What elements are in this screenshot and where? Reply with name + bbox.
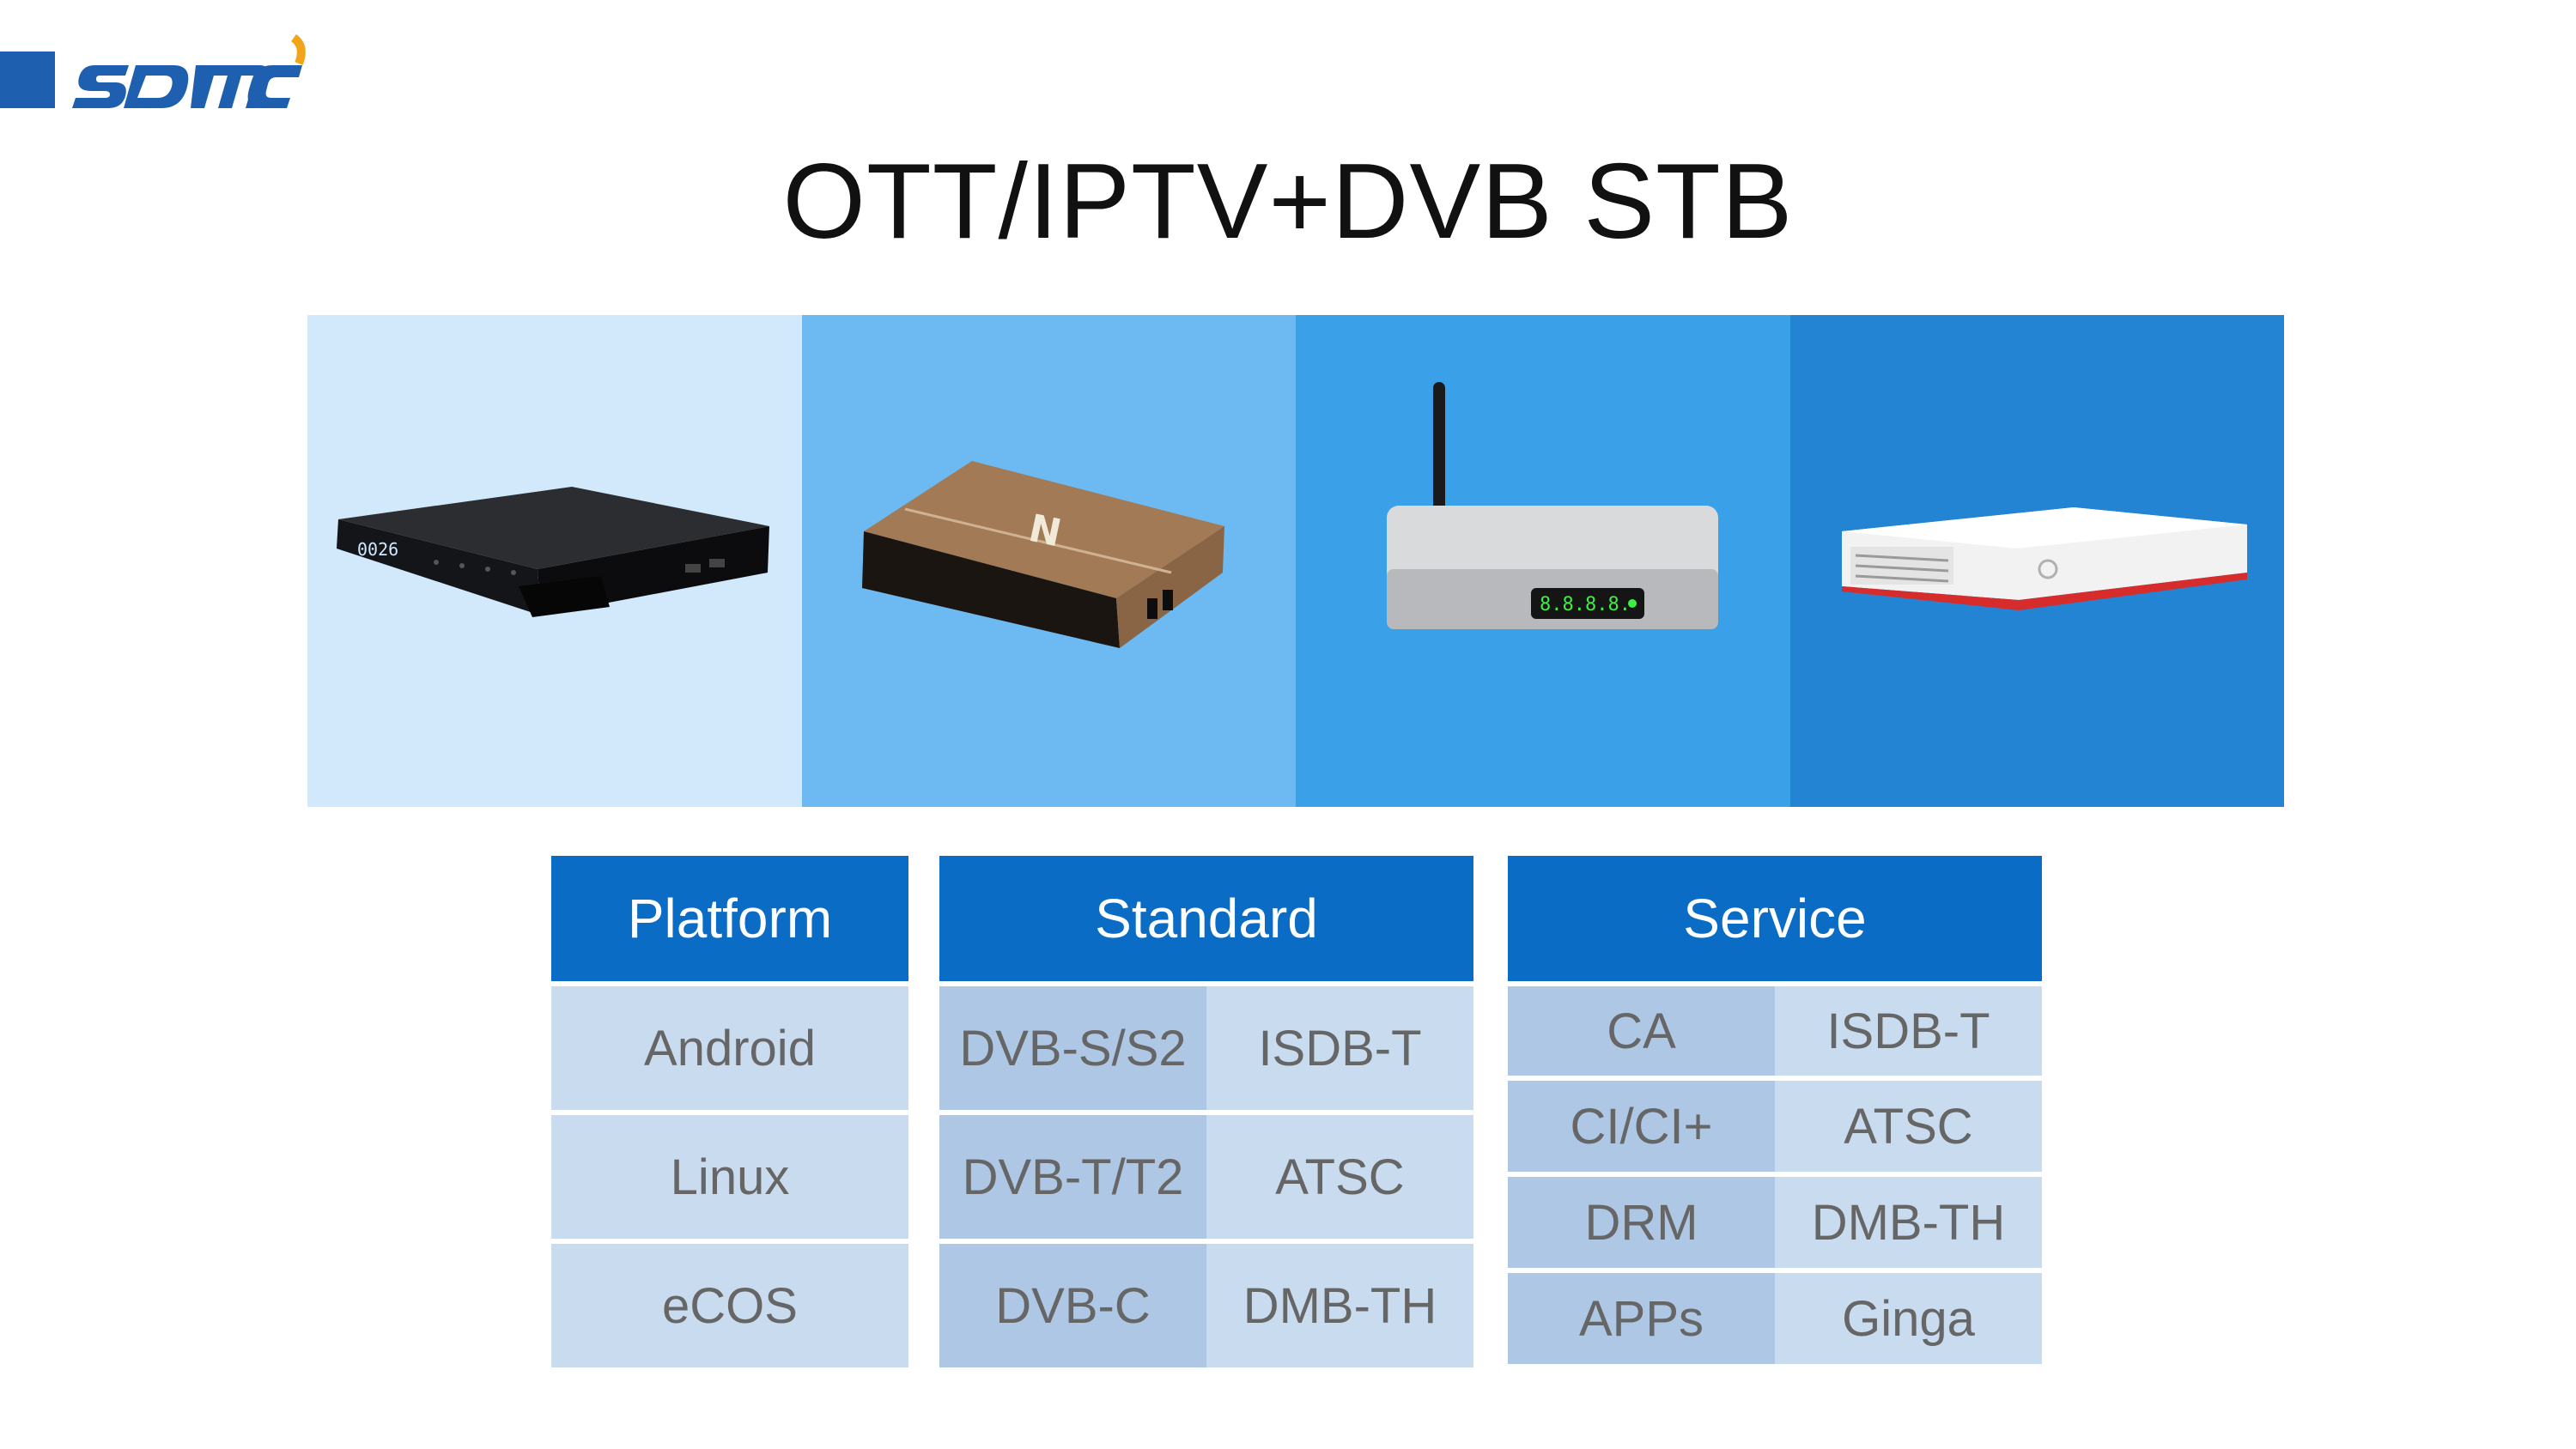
standard-cell: DVB-S/S2 — [939, 986, 1206, 1110]
standard-cell: DMB-TH — [1206, 1244, 1473, 1367]
table-row: DVB-S/S2 ISDB-T — [939, 986, 1473, 1110]
platform-header: Platform — [551, 856, 908, 981]
service-cell: ATSC — [1775, 1081, 2042, 1172]
platform-cell: eCOS — [551, 1244, 908, 1367]
svg-text:0026: 0026 — [357, 539, 398, 560]
standard-cell: DVB-T/T2 — [939, 1115, 1206, 1239]
service-cell: ISDB-T — [1775, 986, 2042, 1076]
silver-stb-antenna-icon: 8.8.8.8. — [1387, 382, 1718, 629]
standard-table: Standard DVB-S/S2 ISDB-T DVB-T/T2 ATSC D… — [939, 856, 1473, 1367]
table-row: Linux — [551, 1115, 908, 1239]
device-panel-1: 0026 — [307, 315, 802, 807]
table-row: CI/CI+ ATSC — [1508, 1081, 2042, 1172]
platform-cell: Android — [551, 986, 908, 1110]
service-table: Service CA ISDB-T CI/CI+ ATSC DRM DMB-TH… — [1508, 856, 2042, 1364]
service-cell: CI/CI+ — [1508, 1081, 1775, 1172]
table-row: eCOS — [551, 1244, 908, 1367]
page-title: OTT/IPTV+DVB STB — [782, 142, 1794, 261]
standard-cell: ISDB-T — [1206, 986, 1473, 1110]
service-cell: CA — [1508, 986, 1775, 1076]
table-row: APPs Ginga — [1508, 1273, 2042, 1364]
standard-cell: DVB-C — [939, 1244, 1206, 1367]
standard-cell: ATSC — [1206, 1115, 1473, 1239]
white-stb-icon — [1841, 507, 2247, 610]
device-panel-2: N — [801, 315, 1296, 807]
platform-table: Platform Android Linux eCOS — [551, 856, 908, 1367]
service-cell: DRM — [1508, 1177, 1775, 1268]
table-row: DVB-T/T2 ATSC — [939, 1115, 1473, 1239]
service-cell: DMB-TH — [1775, 1177, 2042, 1268]
service-header: Service — [1508, 856, 2042, 981]
service-cell: Ginga — [1775, 1273, 2042, 1364]
black-stb-icon: 0026 — [337, 487, 769, 617]
device-panel-4 — [1789, 315, 2284, 807]
table-row: DVB-C DMB-TH — [939, 1244, 1473, 1367]
device-banner: 0026 N 8.8.8.8. — [307, 315, 2284, 807]
platform-cell: Linux — [551, 1115, 908, 1239]
sdmc-logo-icon — [72, 33, 306, 108]
device-panel-3: 8.8.8.8. — [1296, 315, 1790, 807]
table-row: Android — [551, 986, 908, 1110]
logo-square — [0, 52, 55, 108]
bronze-stb-icon: N — [861, 461, 1224, 648]
service-cell: APPs — [1508, 1273, 1775, 1364]
standard-header: Standard — [939, 856, 1473, 981]
svg-text:8.8.8.8.: 8.8.8.8. — [1540, 594, 1631, 615]
table-row: DRM DMB-TH — [1508, 1177, 2042, 1268]
sdmc-logo — [0, 31, 309, 117]
table-row: CA ISDB-T — [1508, 986, 2042, 1076]
